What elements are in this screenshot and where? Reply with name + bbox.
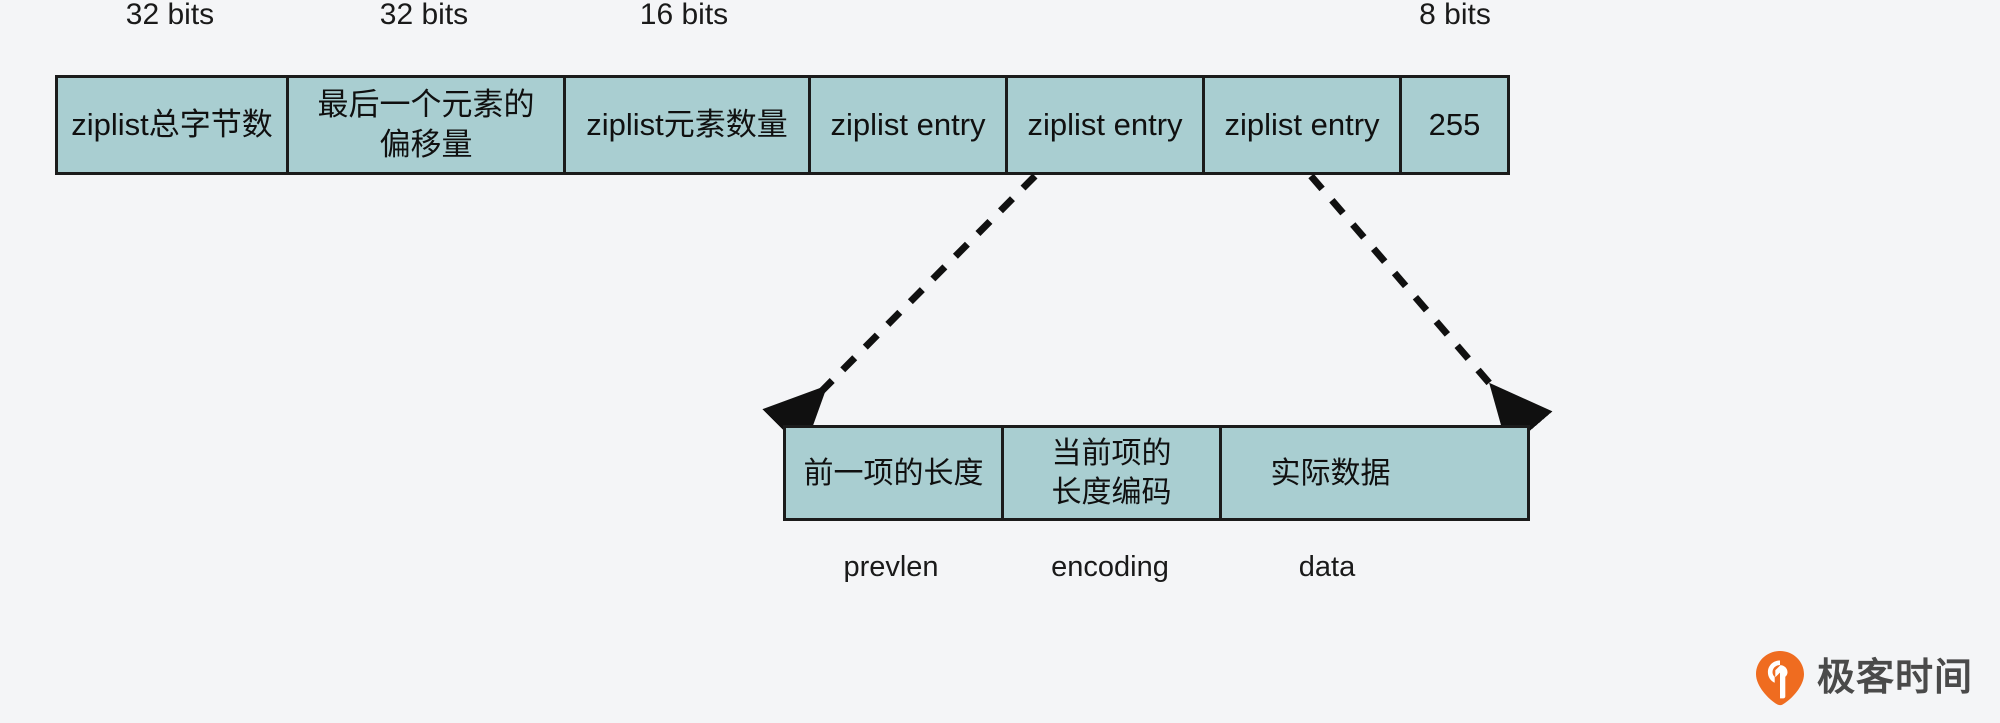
ziplist-cell-zlend: 255 <box>1402 78 1507 172</box>
caption-prevlen: prevlen <box>843 551 939 583</box>
left-expand-arrow <box>762 173 1038 451</box>
entry-cell-encoding: 当前项的 长度编码 <box>1004 428 1222 518</box>
entry-cell-data: 实际数据 <box>1222 428 1439 518</box>
ziplist-entry-detail-strip: 前一项的长度 当前项的 长度编码 实际数据 <box>783 425 1530 521</box>
ziplist-cell-entry-1: ziplist entry <box>811 78 1008 172</box>
geektime-watermark: 极客时间 <box>1755 650 1973 706</box>
geektime-pin-icon <box>1756 651 1804 706</box>
right-expand-arrow <box>1308 173 1553 450</box>
entry-cell-prevlen: 前一项的长度 <box>786 428 1004 518</box>
geektime-brand-text: 极客时间 <box>1817 657 1974 699</box>
ziplist-layout-strip: ziplist总字节数 最后一个元素的 偏移量 ziplist元素数量 zipl… <box>55 75 1510 175</box>
ziplist-cell-zltail: 最后一个元素的 偏移量 <box>289 78 566 172</box>
caption-encoding: encoding <box>1051 551 1169 583</box>
bit-label-ziplist-end: 8 bits <box>1419 0 1491 31</box>
ziplist-cell-zllen: ziplist元素数量 <box>566 78 811 172</box>
ziplist-cell-entry-3: ziplist entry <box>1205 78 1402 172</box>
ziplist-cell-zlbytes: ziplist总字节数 <box>58 78 289 172</box>
ziplist-cell-entry-2: ziplist entry <box>1008 78 1205 172</box>
caption-data: data <box>1298 551 1356 583</box>
bit-label-ziplist-length: 16 bits <box>639 0 729 31</box>
bit-label-ziplist-bytes: 32 bits <box>125 0 215 31</box>
bit-label-ziplist-tail-offset: 32 bits <box>379 0 469 31</box>
